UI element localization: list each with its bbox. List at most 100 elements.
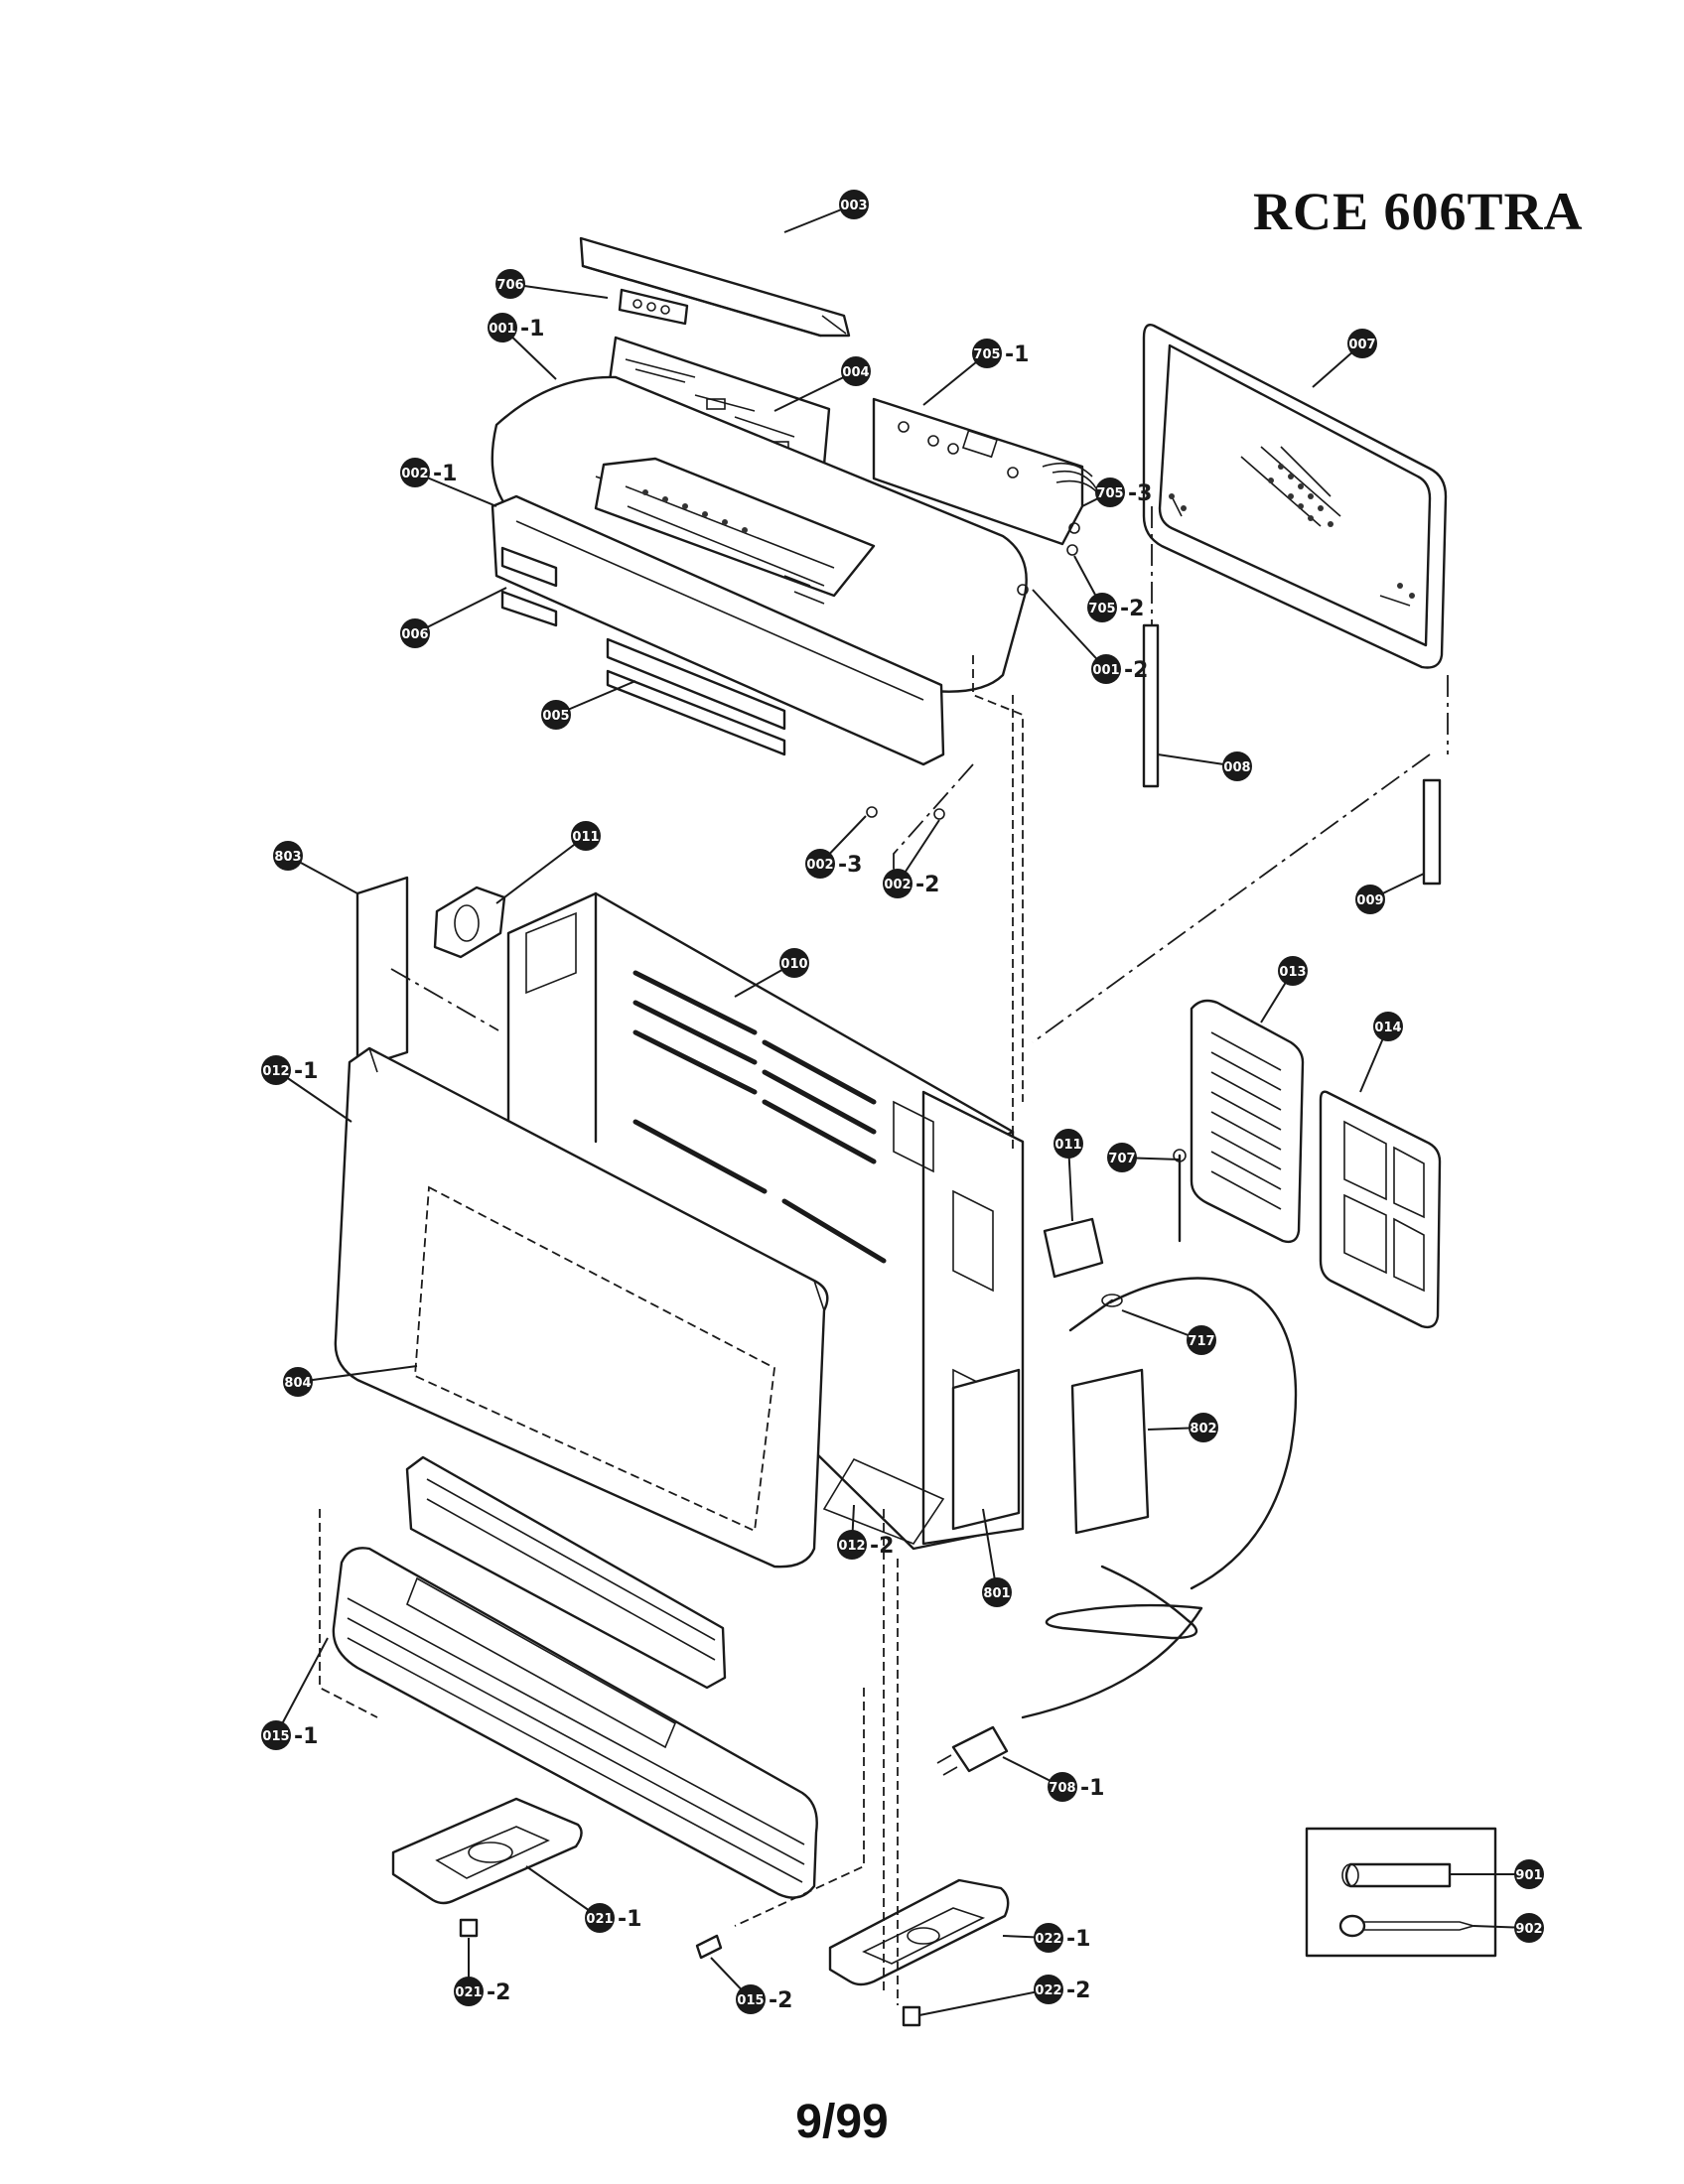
callout-bubble [1187,1325,1216,1355]
callout-bubble [541,700,571,730]
callout-bubble [1514,1913,1544,1943]
callout-bubble [1087,593,1117,622]
callout-003: 003 [783,190,869,233]
callout-bubble [400,618,430,648]
callout-suffix: -3 [838,853,862,878]
callout-705-2: 705-2 [1073,555,1144,622]
callout-code: 901 [1515,1868,1542,1883]
part-foot-left [391,1797,583,1905]
callout-suffix: -1 [294,1724,318,1749]
part-top-lid [579,236,851,338]
callout-suffix: -2 [1066,1979,1090,2003]
callout-code: 015 [737,1993,764,2008]
part-control-box-801 [951,1368,1021,1531]
callout-010: 010 [734,948,809,998]
callout-leader [297,1365,418,1383]
callout-bubble [261,1720,291,1750]
callout-bubble [736,1984,766,2014]
callout-012-1: 012-1 [261,1055,352,1123]
part-label-plate-006 [500,546,558,627]
callout-bubble [1053,1129,1083,1159]
callout-code: 007 [1348,338,1375,352]
part-thermistor-707 [1173,1149,1187,1243]
callout-bubble [972,339,1002,368]
part-button-pad [618,288,689,326]
part-screws-top [866,522,1080,820]
callout-bubble [1034,1923,1063,1953]
callout-suffix: -1 [520,317,544,341]
callout-code: 012 [262,1064,289,1079]
callout-bubble [1034,1975,1063,2004]
callout-011: 011 [495,821,601,904]
callout-bubble [837,1530,867,1560]
callout-021-1: 021 -1 [525,1865,641,1933]
callout-code: 021 [586,1912,613,1927]
accessory-box [1305,1827,1497,1958]
callout-code: 001 [1092,663,1119,678]
part-screw-021-2 [459,1918,479,1938]
callout-code: 015 [262,1729,289,1744]
callout-code: 006 [401,627,428,642]
callout-leader [525,1865,601,1919]
callout-bubble [1347,329,1377,358]
part-screw-022-2 [902,2005,921,2027]
callout-code: 706 [496,278,523,293]
callout-code: 008 [1223,760,1250,775]
callout-code: 009 [1356,893,1383,908]
callout-bubble [1091,654,1121,684]
callout-bubble [841,356,871,386]
callout-bubble [1107,1143,1137,1172]
callout-code: 005 [542,709,569,724]
part-power-cord [936,1565,1203,1776]
part-front-trim [491,494,945,766]
callout-006: 006 [400,587,507,648]
part-front-panel [334,1046,829,1569]
part-screw-015-2 [695,1934,723,1960]
callout-002-1: 002 -1 [400,458,497,507]
callout-bubble [283,1367,313,1397]
callout-suffix: -1 [618,1907,641,1932]
callout-bubble [1355,885,1385,914]
part-igniter-011 [433,886,506,959]
callout-004: 004 [773,356,871,412]
callout-bubble [883,869,912,898]
callout-code: 705 [973,347,1000,362]
callout-suffix: -2 [870,1534,894,1559]
callout-bubble [1189,1413,1218,1442]
callout-bubble [571,821,601,851]
callout-705-3: 705-3 [1081,478,1152,507]
callout-code: 013 [1279,965,1306,980]
callout-code: 012 [838,1539,865,1554]
part-filter-frame [1142,324,1448,669]
callout-705-1: 705-1 [922,339,1029,406]
callout-bubble [1048,1772,1077,1802]
callout-902: 902 [1473,1913,1544,1943]
diagram-title: RCE 606TRA [1253,182,1584,241]
callout-bubble [779,948,809,978]
callout-suffix: -1 [433,462,457,486]
callout-008: 008 [1157,751,1252,781]
callout-007: 007 [1312,329,1377,388]
callout-015-2: 015-2 [710,1957,792,2014]
callout-code: 022 [1035,1983,1061,1998]
callout-bubble [982,1577,1012,1607]
part-side-rail-008 [1142,623,1160,788]
callout-706: 706 [495,269,609,299]
callout-suffix: -2 [487,1980,510,2005]
part-side-rail-009 [1422,778,1442,886]
callout-suffix: -2 [915,873,939,897]
callout-bubble [273,841,303,871]
part-bottom-grille [332,1455,818,1899]
callout-code: 011 [572,830,599,845]
callout-013: 013 [1260,956,1308,1024]
callout-002-2: 002-2 [883,819,940,898]
callout-code: 002 [401,467,428,481]
callout-leader [275,1637,329,1736]
callout-code: 803 [274,850,301,865]
callout-001-2: 001-2 [1032,589,1148,684]
callout-015-1: 015 -1 [261,1637,329,1750]
callout-803: 803 [273,841,358,894]
callout-bubble [1278,956,1308,986]
callout-code: 010 [780,957,807,972]
